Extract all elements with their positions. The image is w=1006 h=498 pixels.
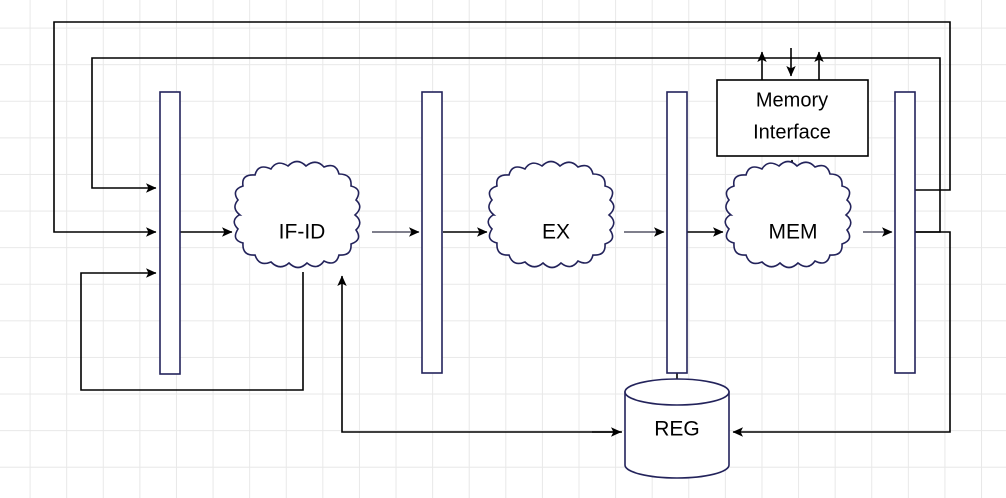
memory-interface-label-line2: Interface bbox=[753, 121, 831, 143]
stage-ex[interactable]: EX bbox=[487, 160, 615, 269]
cloud-shape-ex bbox=[487, 160, 615, 269]
wire-reg4-to-regfile bbox=[732, 231, 951, 437]
memory-interface-label-line1: Memory bbox=[756, 89, 828, 111]
pipeline-register-4[interactable] bbox=[894, 91, 916, 374]
stage-mem[interactable]: MEM bbox=[724, 160, 852, 269]
pipeline-register-2[interactable] bbox=[421, 91, 443, 374]
stage-if-id[interactable]: IF-ID bbox=[233, 160, 361, 269]
stage-label-mem: MEM bbox=[769, 221, 818, 244]
wire-regfile-to-if-id bbox=[337, 275, 622, 433]
register-file-label: REG bbox=[654, 418, 700, 441]
register-file-block[interactable]: REG bbox=[624, 378, 730, 479]
wire-if-id-feedback-loop bbox=[80, 268, 304, 391]
memory-bus-arrows bbox=[757, 48, 824, 80]
register-file-cylinder-top bbox=[624, 378, 730, 406]
stage-label-if-id: IF-ID bbox=[279, 221, 326, 244]
stage-label-ex: EX bbox=[542, 221, 570, 244]
pipeline-register-1[interactable] bbox=[159, 91, 181, 375]
memory-interface-box bbox=[716, 79, 869, 157]
pipeline-register-3[interactable] bbox=[666, 91, 688, 374]
cloud-shape-if-id bbox=[233, 160, 361, 269]
register-file-cylinder-body bbox=[624, 391, 730, 479]
connection-layer bbox=[53, 21, 951, 437]
cloud-shape-mem bbox=[724, 160, 852, 269]
pipeline-registers bbox=[159, 91, 916, 375]
memory-interface-block[interactable]: Memory Interface bbox=[716, 79, 869, 157]
wire-wb-outer-loop bbox=[53, 21, 951, 237]
